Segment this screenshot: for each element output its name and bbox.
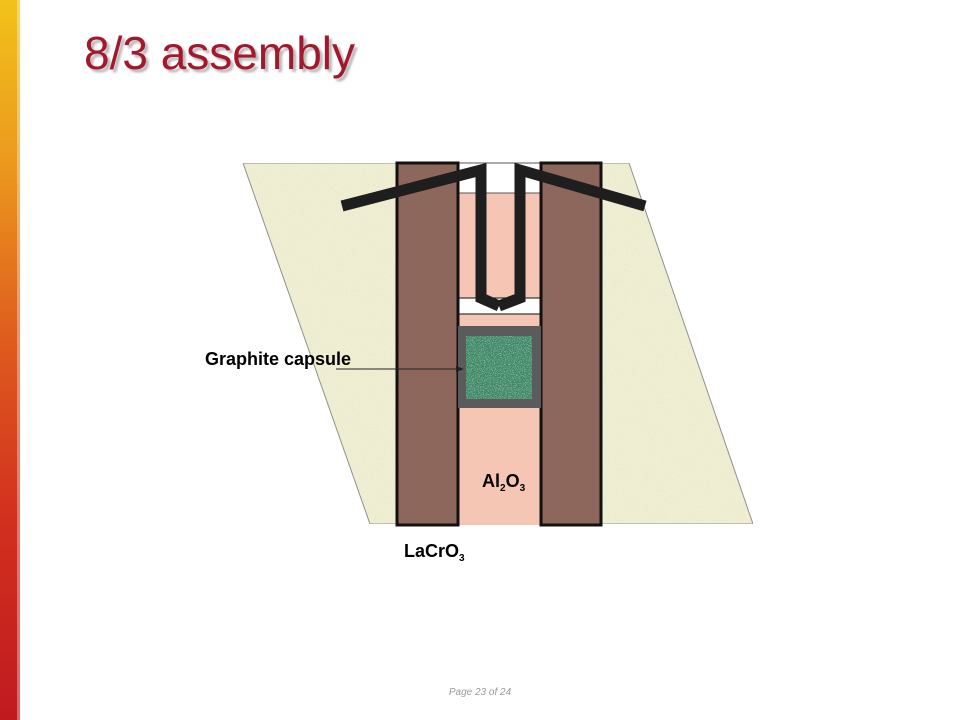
page-number: Page 23 of 24: [448, 687, 512, 698]
lacro3-sleeve-left: [395, 161, 460, 527]
left-accent-bar: [0, 0, 20, 720]
thermocouple-wire-right: [497, 162, 647, 312]
slide-title: 8/3 assembly: [84, 27, 356, 79]
lacro3-sleeve-right: [539, 161, 603, 527]
thermocouple-wire-left: [340, 162, 502, 312]
sample: [466, 336, 532, 399]
alumina-label: Al2O3: [482, 471, 526, 494]
lacro3-label: LaCrO3: [404, 541, 465, 564]
leader-arrowhead: [456, 366, 464, 372]
graphite-capsule-label: Graphite capsule: [205, 349, 351, 369]
